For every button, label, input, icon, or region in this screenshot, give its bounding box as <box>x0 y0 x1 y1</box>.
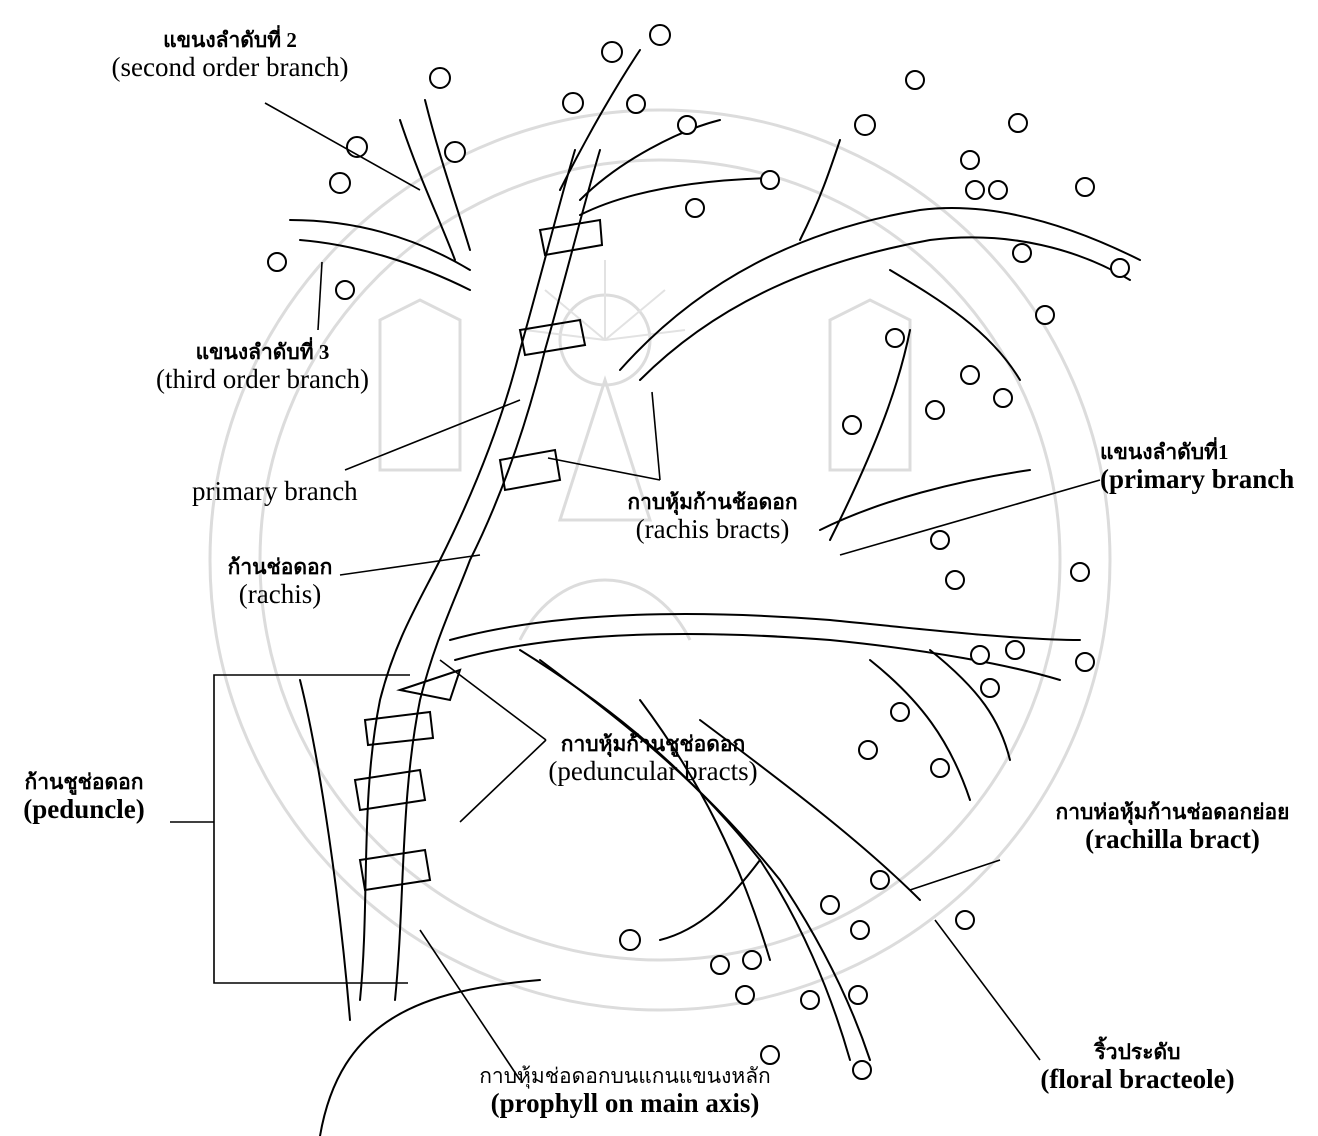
leader-peduncular-bracts-1 <box>440 660 546 740</box>
label-rachilla-bract: กาบห่อหุ้มก้านช่อดอกย่อย (rachilla bract… <box>1030 800 1315 855</box>
label-floral-bracteole-thai: ริ้วประดับ <box>1025 1040 1250 1064</box>
leader-peduncle-bracket <box>214 675 410 983</box>
label-rachis-bracts-thai: กาบหุ้มก้านช้อดอก <box>600 490 825 514</box>
leader-rachis-bracts-2 <box>652 392 660 480</box>
leader-rachis <box>340 555 480 575</box>
label-rachilla-bract-english: (rachilla bract) <box>1030 824 1315 855</box>
leader-rachilla-bract <box>910 860 1000 890</box>
label-peduncular-bracts: กาบหุ้มก้านชูช่อดอก (peduncular bracts) <box>538 732 768 787</box>
label-rachis: ก้านช่อดอก (rachis) <box>215 555 345 610</box>
label-floral-bracteole: ริ้วประดับ (floral bracteole) <box>1025 1040 1250 1095</box>
label-primary-branch-right-thai: แขนงลำดับที่1 <box>1100 440 1294 464</box>
label-second-order-english: (second order branch) <box>110 52 350 83</box>
label-rachilla-bract-thai: กาบห่อหุ้มก้านช่อดอกย่อย <box>1030 800 1315 824</box>
label-third-order: แขนงลำดับที่ 3 (third order branch) <box>135 340 390 395</box>
label-peduncle-english: (peduncle) <box>4 794 164 825</box>
label-peduncular-bracts-thai: กาบหุ้มก้านชูช่อดอก <box>538 732 768 756</box>
label-prophyll: กาบหุ้มช่อดอกบนแกนแขนงหลัก (prophyll on … <box>465 1064 785 1119</box>
main-axis <box>360 150 575 1000</box>
label-third-order-thai: แขนงลำดับที่ 3 <box>135 340 390 364</box>
label-primary-branch-left: primary branch <box>192 476 358 507</box>
label-peduncular-bracts-english: (peduncular bracts) <box>538 756 768 787</box>
label-floral-bracteole-english: (floral bracteole) <box>1025 1064 1250 1095</box>
label-primary-branch-right-english: (primary branch <box>1100 464 1294 495</box>
label-rachis-bracts-english: (rachis bracts) <box>600 514 825 545</box>
label-peduncle: ก้านชูช่อดอก (peduncle) <box>4 770 164 825</box>
leader-rachis-bracts-1 <box>548 458 660 480</box>
label-peduncle-thai: ก้านชูช่อดอก <box>4 770 164 794</box>
leader-peduncular-bracts-2 <box>460 740 546 822</box>
label-primary-branch-right: แขนงลำดับที่1 (primary branch <box>1100 440 1294 495</box>
label-prophyll-english: (prophyll on main axis) <box>465 1088 785 1119</box>
label-third-order-english: (third order branch) <box>135 364 390 395</box>
leader-floral-bracteole <box>935 920 1040 1060</box>
label-second-order: แขนงลำดับที่ 2 (second order branch) <box>110 28 350 83</box>
leader-third-order <box>318 262 322 330</box>
label-rachis-english: (rachis) <box>215 579 345 610</box>
label-primary-branch-left-english: primary branch <box>192 476 358 507</box>
label-prophyll-thai: กาบหุ้มช่อดอกบนแกนแขนงหลัก <box>465 1064 785 1088</box>
label-second-order-thai: แขนงลำดับที่ 2 <box>110 28 350 52</box>
label-rachis-bracts: กาบหุ้มก้านช้อดอก (rachis bracts) <box>600 490 825 545</box>
leader-primary-branch-right <box>840 480 1100 555</box>
label-rachis-thai: ก้านช่อดอก <box>215 555 345 579</box>
leader-prophyll <box>420 930 520 1080</box>
